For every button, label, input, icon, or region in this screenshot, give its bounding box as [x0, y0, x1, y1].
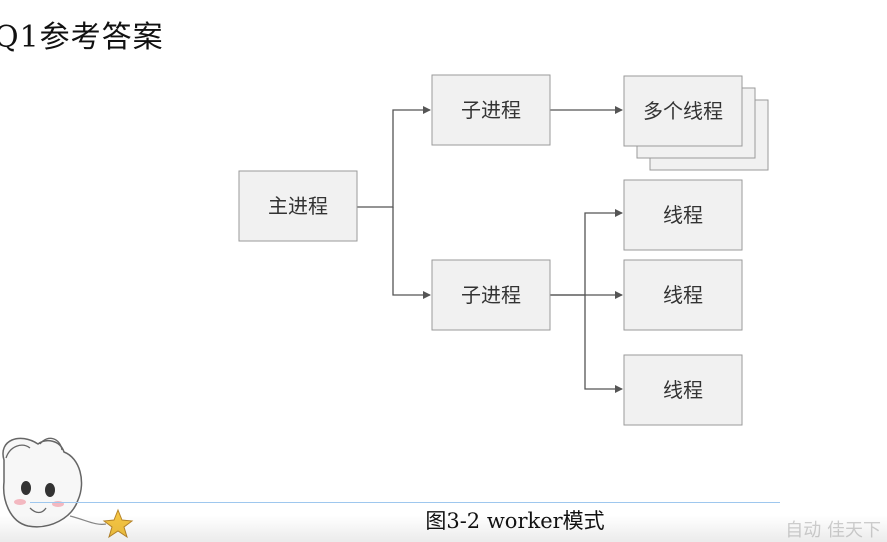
node-thread-3: 线程	[623, 354, 743, 426]
caption-rule	[30, 502, 780, 503]
video-watermark: 自动 佳天下	[785, 520, 881, 541]
mascot-illustration	[2, 437, 134, 539]
bottom-shade	[0, 515, 887, 542]
node-main-process: 主进程	[238, 170, 358, 242]
connector-main-to-child1	[357, 106, 431, 208]
node-thread-3-label: 线程	[663, 378, 703, 402]
node-thread-1: 线程	[623, 179, 743, 251]
node-thread-2: 线程	[623, 259, 743, 331]
multi-thread-front-sheet	[623, 75, 743, 147]
slide-title: Q1参考答案	[0, 20, 164, 55]
node-main-process-label: 主进程	[268, 194, 328, 218]
node-child-process-1-label: 子进程	[461, 98, 521, 122]
connector-child2-to-thread3	[584, 295, 623, 393]
connector-main-to-child2	[392, 207, 431, 299]
figure-caption: 图3-2 worker模式	[425, 509, 605, 533]
node-thread-2-label: 线程	[663, 283, 703, 307]
connectors	[357, 106, 623, 393]
node-child-process-1: 子进程	[431, 74, 551, 146]
node-thread-1-label: 线程	[663, 203, 703, 227]
node-multi-thread-label: 多个线程	[643, 99, 723, 123]
connector-child2-to-thread1	[550, 209, 623, 296]
node-child-process-2-label: 子进程	[461, 283, 521, 307]
node-child-process-2: 子进程	[431, 259, 551, 331]
node-multi-thread: 多个线程	[623, 75, 769, 171]
